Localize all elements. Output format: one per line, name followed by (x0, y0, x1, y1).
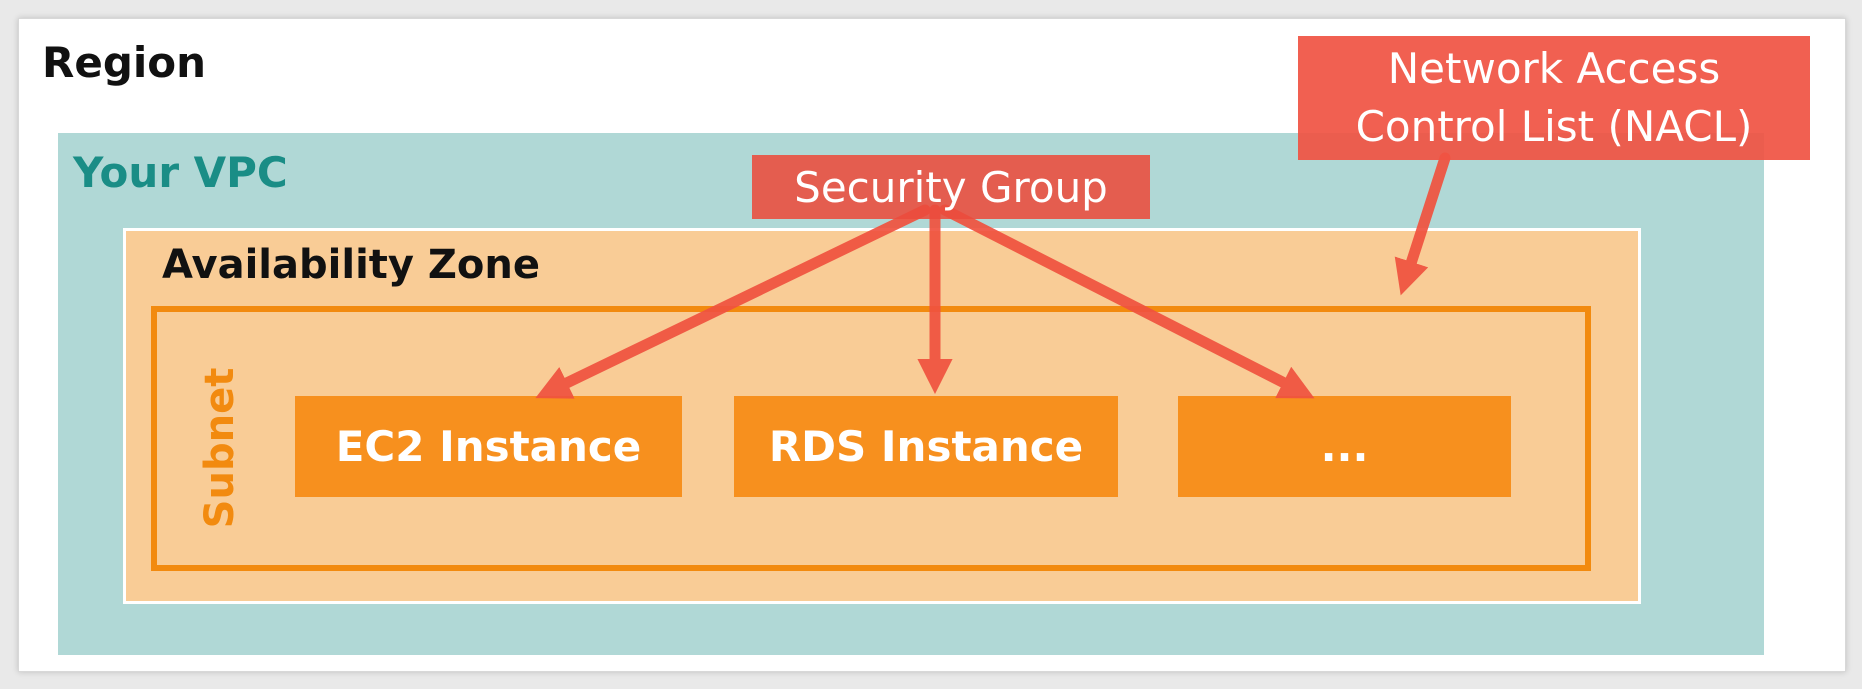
availability-zone-label: Availability Zone (162, 242, 540, 288)
vpc-label: Your VPC (73, 148, 288, 197)
nacl-callout: Network Access Control List (NACL) (1298, 36, 1810, 160)
security-group-callout: Security Group (752, 155, 1150, 219)
subnet-label: Subnet (197, 367, 243, 529)
rds-instance-box: RDS Instance (734, 396, 1118, 497)
nacl-callout-line1: Network Access (1387, 44, 1721, 93)
nacl-callout-line2: Control List (NACL) (1355, 102, 1753, 151)
other-instance-box: ... (1178, 396, 1511, 497)
region-label: Region (42, 38, 207, 87)
ec2-instance-box: EC2 Instance (295, 396, 682, 497)
